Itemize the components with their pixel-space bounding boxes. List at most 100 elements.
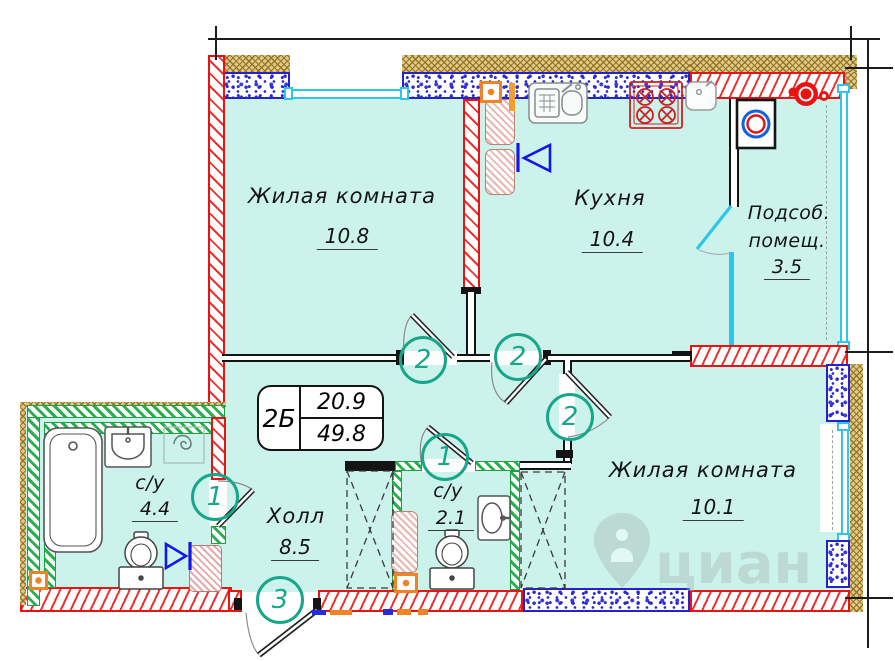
wall-cap: [461, 287, 481, 294]
wall-left-exterior: [208, 55, 225, 405]
apartment-info-box: 2Б 20.9 49.8: [257, 385, 384, 451]
door-marker-bath-small: 1: [421, 433, 469, 481]
room-label-utility-2: помещ.: [748, 230, 826, 252]
apartment-type: 2Б: [259, 387, 301, 449]
bathtub: [43, 427, 103, 553]
window-living2: [841, 427, 849, 535]
wall-utility-partition: [729, 99, 739, 207]
dimension-tick: [850, 26, 852, 60]
dimension-tick: [215, 26, 217, 60]
window-centerline-right: [832, 430, 833, 530]
bath-sink: [104, 426, 152, 468]
window-cap: [400, 87, 409, 100]
vent-shaft: [391, 511, 418, 573]
stove: [629, 81, 683, 129]
insulation-band-top-right: [690, 55, 857, 72]
wall-bath-outer-top: [27, 405, 225, 418]
heating-symbol: [788, 82, 829, 106]
wall-bath-outer-left: [27, 405, 40, 606]
cian-watermark: циан: [594, 513, 812, 597]
room-label-utility-1: Подсоб.: [747, 202, 831, 224]
vent-shaft: [485, 149, 515, 195]
room-label-bath-small: с/у: [433, 480, 463, 502]
room-area-living2: 10.1: [682, 495, 744, 521]
wall-living1-kitchen: [463, 99, 480, 291]
loggia-centerline: [826, 105, 827, 340]
wall-utility-living2: [690, 345, 848, 367]
wall-bath-right: [211, 417, 226, 480]
glazing-utility: [840, 88, 848, 345]
wall-cap: [556, 450, 573, 458]
door-leaf-entrance: [245, 607, 319, 658]
door-marker-entrance: 3: [256, 576, 304, 624]
dimension-tick: [845, 67, 893, 69]
insulation-band-top-mid: [402, 55, 690, 72]
dimension-tick: [845, 597, 893, 599]
room-label-bath-main: с/у: [135, 472, 165, 494]
room-area-bath-main: 4.4: [131, 498, 179, 522]
washing-machine: [735, 98, 777, 150]
wall-bottom-living2: [690, 590, 850, 612]
room-area-hall: 8.5: [271, 535, 319, 561]
room-area-living1: 10.8: [316, 224, 378, 250]
sink-bath-small: [477, 495, 511, 541]
insulation-bath-top: [20, 402, 226, 407]
partition-light: [729, 252, 734, 345]
closet-left: [346, 470, 394, 589]
toilet-bath-small: [429, 529, 475, 590]
service-marks: [312, 609, 428, 615]
dimension-line-right: [867, 38, 869, 648]
riser-symbol: [394, 573, 418, 593]
watermark-text: циан: [655, 532, 812, 597]
room-label-hall: Холл: [266, 504, 326, 528]
insulation-band-right: [850, 364, 863, 612]
door-leaf-utility: [695, 205, 733, 256]
door-hinge-block: [313, 598, 321, 610]
room-area-utility: 3.5: [763, 256, 811, 280]
wall-panel-right-bottom: [826, 540, 850, 588]
wall-hall-top-left: [222, 354, 403, 362]
wall-bath-small-top: [345, 461, 397, 471]
window-living1: [288, 89, 404, 99]
living-area-value: 20.9: [301, 387, 382, 419]
window-cap: [837, 422, 850, 431]
kitchen-sink: [528, 82, 588, 124]
wall-living1-kitchen-lower: [466, 292, 476, 356]
closet-right: [520, 471, 566, 589]
dimension-tick: [845, 351, 893, 353]
wall-panel-right-top: [826, 364, 850, 422]
wall-bottom-hall: [318, 590, 523, 612]
small-sink: [685, 80, 717, 111]
riser-bar: [509, 83, 515, 111]
riser-symbol: [29, 571, 48, 590]
insulation-bath-left: [20, 402, 26, 605]
wall-t-stub: [457, 354, 490, 362]
room-area-kitchen: 10.4: [581, 227, 643, 253]
window-cap: [837, 84, 850, 93]
washer-place-spiral: [163, 426, 205, 464]
wall-green-seg: [475, 461, 520, 471]
room-label-living1: Жилая комната: [248, 184, 436, 208]
wall-panel-top-left: [222, 72, 290, 99]
door-marker-living1: 2: [399, 336, 447, 384]
total-area-value: 49.8: [317, 421, 366, 447]
wall-panel-bottom: [523, 588, 690, 612]
insulation-band-top-left: [208, 55, 290, 72]
window-cap: [284, 87, 293, 100]
door-hinge-block: [234, 598, 242, 610]
riser-symbol: [480, 81, 502, 103]
wall-bottom-bathroom: [20, 587, 232, 612]
vent-triangle-kitchen: [516, 142, 552, 174]
cabinet: [189, 545, 222, 592]
door-marker-kitchen: 2: [494, 333, 542, 381]
toilet-bath-main: [118, 531, 164, 590]
wall-closet-top: [518, 461, 571, 470]
wall-hall-top-right: [548, 354, 690, 362]
wall-green-seg: [395, 461, 422, 471]
door-marker-bath-main: 1: [191, 473, 239, 521]
wall-living2-upper: [563, 360, 572, 374]
vent-triangle-bath: [164, 541, 192, 571]
room-label-kitchen: Кухня: [574, 186, 646, 210]
